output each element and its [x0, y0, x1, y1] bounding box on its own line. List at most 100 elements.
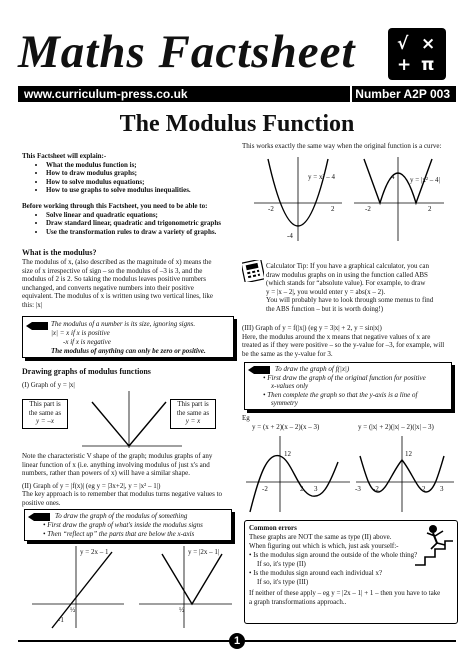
modulus-line: modulus of 2 is 2. So taking the modulus… — [22, 275, 206, 284]
left-part-box: This part is the same as y = –x — [22, 399, 68, 429]
error-text: Is the modulus sign around the outside o… — [253, 551, 418, 559]
tip-line: draw modulus graphs on in using the func… — [266, 270, 428, 279]
pi-symbol: π — [421, 55, 435, 75]
drawing-heading: Drawing graphs of modulus functions — [22, 367, 151, 376]
error-line: When figuring out which is which, just a… — [249, 542, 399, 550]
text-line: positive ones. — [22, 498, 61, 507]
tip-line: y = |x – 2|, you would enter y = abs(x –… — [266, 287, 386, 296]
intro-section: This Factsheet will explain:- What the m… — [22, 152, 237, 236]
calculator-tip: Calculator Tip: If you have a graphical … — [266, 262, 456, 314]
cubic-tick: -2 — [373, 485, 379, 493]
list-item: Use the transformation rules to draw a v… — [46, 228, 237, 237]
website-url: www.curriculum-press.co.uk — [24, 87, 188, 101]
step-text: Then complete the graph so that the y-ax… — [267, 391, 418, 399]
step-text: Then “reflect up” the parts that are bel… — [47, 530, 195, 538]
pen-icon — [248, 366, 270, 374]
step-line: To draw the graph of the modulus of some… — [55, 512, 188, 520]
text-line: be the same as the y-value for 3. — [242, 349, 333, 358]
error-line: These graphs are NOT the same as type (I… — [249, 533, 392, 541]
text-line: (III) Graph of y = f(|x|) (eg y = 3|x| +… — [242, 324, 382, 332]
list-item: How to solve modulus equations; — [46, 178, 237, 187]
cubic-tick: 2 — [300, 485, 304, 493]
list-item: Draw standard linear, quadratic and trig… — [46, 219, 237, 228]
cubic-tick: 12 — [405, 450, 412, 458]
tick-label: 2 — [428, 205, 432, 213]
tip-line: Calculator Tip: If you have a graphical … — [266, 262, 429, 270]
page-title: The Modulus Function — [119, 111, 355, 137]
explain-list: What the modulus function is; How to dra… — [22, 161, 237, 195]
page-number: 1 — [229, 633, 245, 649]
tick-label: -2 — [268, 205, 274, 213]
graph1-label: (I) Graph of y = |x| — [22, 381, 75, 389]
error-line: If so, it's type (III) — [257, 578, 309, 586]
steps3-box: To draw the graph of f(|x|) • First draw… — [244, 362, 452, 410]
pen-icon — [26, 322, 48, 330]
left-part-line: the same as — [28, 408, 62, 417]
explain-heading: This Factsheet will explain:- — [22, 152, 107, 160]
list-item: How to use graphs to solve modulus inequ… — [46, 186, 237, 195]
text-line: The key approach is to remember that mod… — [22, 490, 223, 499]
right-part-line: y = x — [185, 417, 201, 426]
v-shape-note: Note the characteristic V shape of the g… — [22, 452, 237, 508]
half-tick: ½ — [70, 606, 76, 614]
tip-line: You will probably have to look through s… — [266, 296, 434, 305]
step-line: x-values only — [271, 382, 309, 390]
modulus-line: The modulus of x, (also described as the… — [22, 258, 212, 266]
error-line: • Is the modulus sign around the outside… — [249, 551, 418, 559]
text-line: treated as if they were positive – so th… — [242, 341, 445, 350]
right-part-line: This part is — [177, 400, 209, 408]
cubic-tick: 3 — [314, 485, 318, 493]
factsheet-number: Number A2P 003 — [355, 87, 450, 101]
step-text: First draw the graph of what's inside th… — [47, 521, 203, 529]
note-line: |x| = x if x is positive — [51, 329, 110, 337]
modulus-line: size of x irrespective of sign – so the … — [22, 266, 203, 275]
cubic-tick: -2 — [262, 485, 268, 493]
eg-label: Eg — [242, 414, 250, 422]
list-item: Solve linear and quadratic equations; — [46, 211, 237, 220]
curve-intro: This works exactly the same way when the… — [242, 142, 442, 150]
text-line: linear function of x (i.e. anything invo… — [22, 460, 210, 469]
pen-icon — [28, 513, 50, 521]
abs-x-graph — [82, 391, 182, 448]
text-line: numbers, rather than powers of x) will h… — [22, 469, 190, 478]
maths-logo: √ × + π — [388, 28, 446, 80]
cubic2-label: y = (|x| + 2)(|x| – 2)(|x| – 3) — [358, 423, 434, 431]
errors-heading: Common errors — [249, 524, 297, 532]
abs-line-label: y = |2x – 1| — [188, 548, 220, 556]
tick-label: -4 — [287, 232, 293, 240]
graph3-text: (III) Graph of y = f(|x|) (eg y = 3|x| +… — [242, 324, 457, 358]
cubic-tick: 2 — [422, 485, 426, 493]
error-line: • Is the modulus sign around each indivi… — [249, 569, 383, 577]
modulus-line: unchanged, and converts negative numbers… — [22, 283, 194, 292]
left-part-line: y = –x — [36, 417, 54, 426]
calculator-icon — [242, 260, 264, 282]
step-line: To draw the graph of f(|x|) — [275, 365, 350, 373]
step-line: • Then “reflect up” the parts that are b… — [43, 530, 195, 538]
step-text: First draw the graph of the original fun… — [267, 374, 426, 382]
cubic-tick: 3 — [440, 485, 444, 493]
note-line: The modulus of a number is its size, ign… — [51, 320, 196, 328]
error-line: If so, it's type (II) — [257, 560, 306, 568]
tip-line: (which stands for “absolute value). For … — [266, 279, 426, 288]
cubic-tick: 12 — [284, 450, 291, 458]
note-line: The modulus of anything can only be zero… — [51, 347, 206, 355]
modulus-line: equivalent. The modulus of x is written … — [22, 292, 213, 301]
header-divider — [350, 86, 352, 102]
masthead-title: Maths Factsheet — [18, 26, 356, 78]
left-part-line: This part is — [29, 400, 61, 408]
text-line: Note the characteristic V shape of the g… — [22, 452, 213, 460]
before-heading: Before working through this Factsheet, y… — [22, 201, 208, 210]
line-label: y = 2x – 1 — [80, 548, 109, 556]
modulus-section: What is the modulus? The modulus of x, (… — [22, 248, 237, 310]
step-line: • Then complete the graph so that the y-… — [263, 391, 418, 399]
times-symbol: × — [421, 34, 436, 54]
falling-man-icon — [415, 525, 453, 566]
minus-one-tick: -1 — [58, 616, 64, 624]
step-line: • First draw the graph of what's inside … — [43, 521, 203, 529]
tip-line: the ABS function – but it is worth doing… — [266, 304, 384, 313]
right-part-line: the same as — [176, 408, 210, 417]
step-line: symmetry — [271, 399, 298, 407]
list-item: What the modulus function is; — [46, 161, 237, 170]
error-text: Is the modulus sign around each individu… — [253, 569, 383, 577]
tick-label: 4 — [391, 173, 395, 181]
